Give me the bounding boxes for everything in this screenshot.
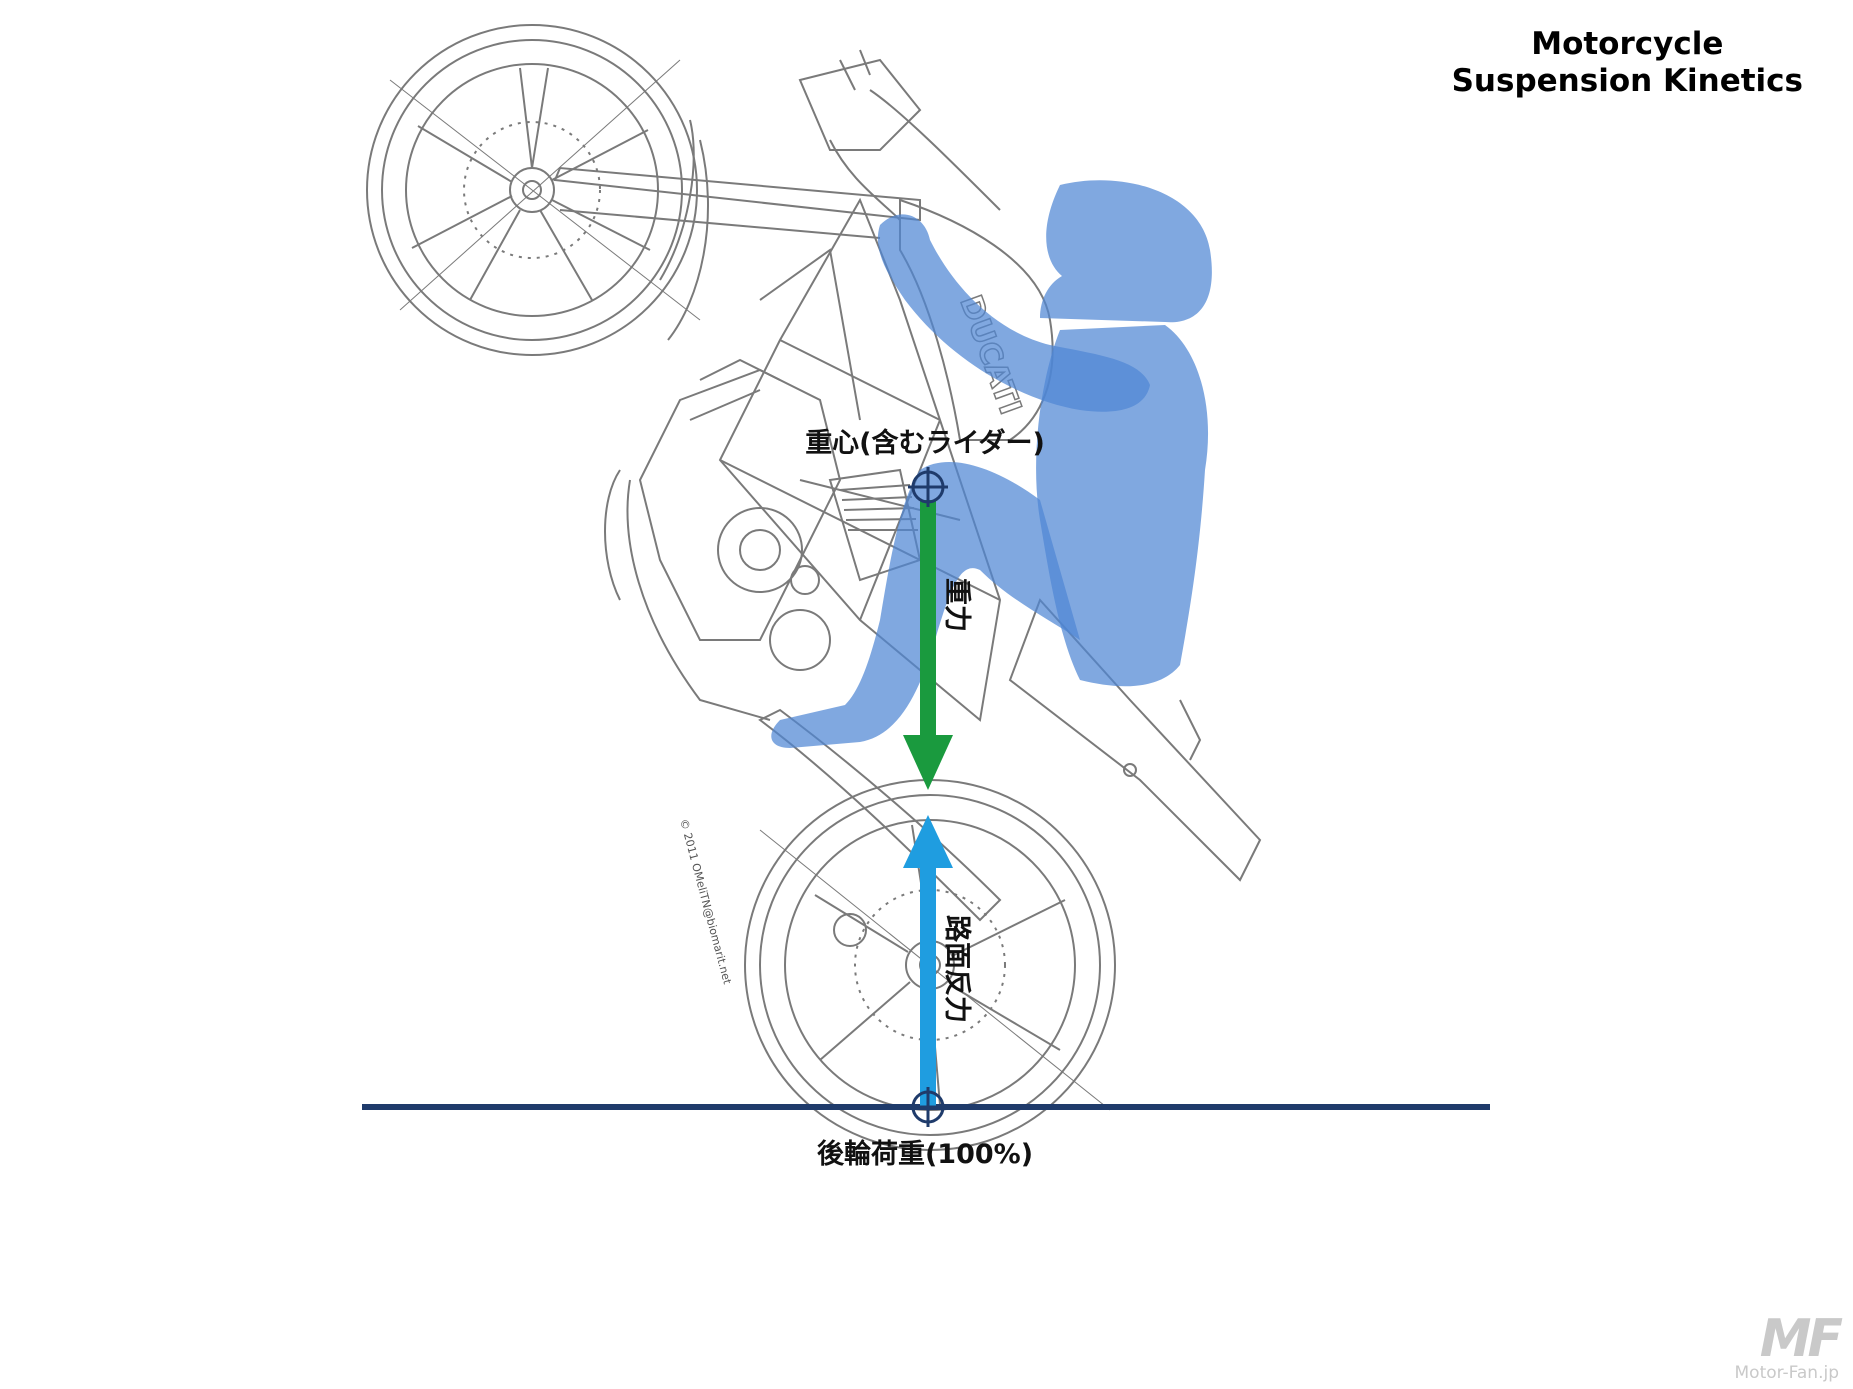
gravity-arrow [903,500,953,790]
rider-arm [877,214,1150,412]
rider-helmet [1040,180,1212,323]
swingarm [604,469,1002,922]
watermark-url: Motor-Fan.jp [1734,1363,1840,1383]
front-wheel [366,24,709,356]
title-line-1: Motorcycle [1531,26,1724,62]
cockpit [798,49,1001,221]
ground-reaction-arrow [903,815,953,1108]
front-fork [553,166,921,239]
rear-wheel-load-label: 後輪荷重(100%) [817,1138,1033,1170]
center-of-gravity-marker [908,467,948,507]
rider-silhouette [771,180,1212,748]
motorcycle-drawing: DUCATI [366,24,1262,1151]
gravity-label: 重力 [941,578,972,632]
watermark: MF Motor-Fan.jp [1734,1309,1843,1383]
rider-torso [1036,325,1209,687]
diagram-title: Motorcycle Suspension Kinetics [1452,26,1803,100]
frame [718,197,1002,722]
tail-section [1008,598,1262,882]
title-line-2: Suspension Kinetics [1451,63,1803,99]
watermark-logo: MF [1759,1309,1843,1369]
center-of-gravity-label: 重心(含むライダー) [805,427,1045,459]
contact-point-marker [908,1087,948,1127]
engine [638,358,922,671]
copyright-credit: © 2011 OMeliTN@biomarit.net [677,817,734,986]
ground-reaction-label: 路面反力 [941,915,973,1023]
